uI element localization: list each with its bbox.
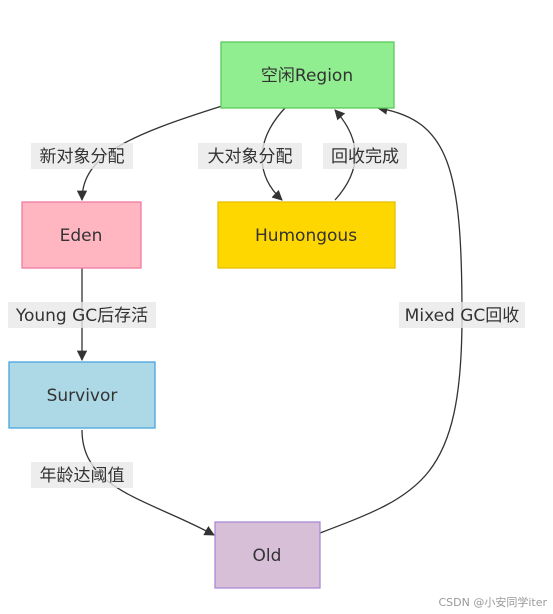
node-label: Eden: [60, 226, 103, 246]
node-box: [21, 201, 142, 269]
node-box: [214, 521, 321, 589]
node-label: Survivor: [47, 386, 118, 406]
edge-label-free-to-eden: 新对象分配: [31, 143, 133, 169]
edge-label-old-to-free: Mixed GC回收: [399, 302, 525, 328]
edge-label-text: 新对象分配: [40, 147, 125, 167]
edge-label-humongous-to-free: 回收完成: [323, 143, 407, 169]
node-old: Old: [214, 521, 321, 589]
edge-labels: 新对象分配 大对象分配 回收完成 Young GC后存活 年龄达阈值 Mixed…: [8, 143, 525, 488]
edge-label-survivor-to-old: 年龄达阈值: [31, 462, 133, 488]
edge-label-text: 大对象分配: [208, 147, 293, 167]
node-label: 空闲Region: [261, 66, 353, 86]
edge-survivor-to-old: [81, 429, 215, 536]
nodes: 空闲Region Eden Humongous Survivor Old: [8, 41, 396, 589]
edge-label-text: Mixed GC回收: [405, 306, 520, 326]
edge-label-eden-to-survivor: Young GC后存活: [8, 302, 156, 328]
node-box: [217, 201, 396, 269]
node-humongous: Humongous: [217, 201, 396, 269]
node-survivor: Survivor: [8, 361, 156, 429]
node-label: Humongous: [255, 226, 357, 246]
node-box: [8, 361, 156, 429]
node-free-region: 空闲Region: [220, 41, 395, 109]
edge-label-text: Young GC后存活: [15, 306, 148, 326]
edge-label-free-to-humongous: 大对象分配: [198, 143, 302, 169]
node-eden: Eden: [21, 201, 142, 269]
edge-label-text: 回收完成: [331, 147, 399, 167]
node-label: Old: [253, 546, 282, 566]
node-box: [220, 41, 395, 109]
watermark: CSDN @小安同学iter: [438, 596, 547, 609]
edge-label-text: 年龄达阈值: [40, 466, 125, 486]
